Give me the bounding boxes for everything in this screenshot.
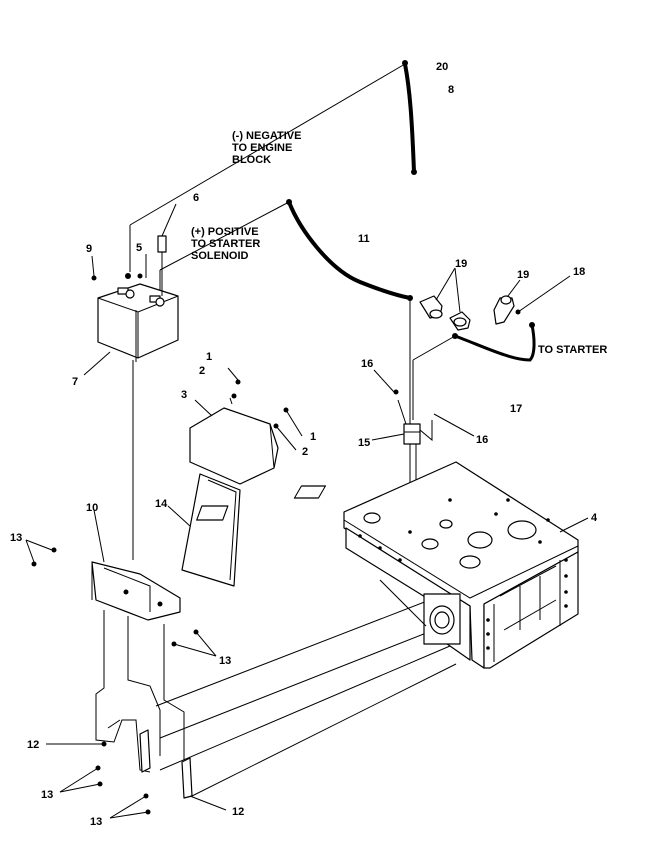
callout-16: 16 — [361, 358, 373, 370]
callout-20: 20 — [436, 61, 448, 73]
callout-12: 12 — [232, 806, 244, 818]
svg-text:(-) NEGATIVE: (-) NEGATIVE — [232, 130, 301, 142]
callout-14: 14 — [155, 498, 168, 510]
svg-text:BLOCK: BLOCK — [232, 154, 271, 166]
positive-cable — [287, 200, 412, 300]
callout-6: 6 — [193, 192, 199, 204]
callout-2: 2 — [199, 365, 205, 377]
battery-tray-icon — [91, 561, 181, 621]
callout-1: 1 — [206, 351, 212, 363]
starter-cable — [453, 323, 536, 362]
callout-19: 19 — [455, 258, 467, 270]
callout-16: 16 — [476, 434, 488, 446]
callout-8: 8 — [448, 84, 454, 96]
callout-13: 13 — [10, 532, 22, 544]
svg-text:(+) POSITIVE: (+) POSITIVE — [191, 226, 259, 238]
terminal-boot-icon — [493, 295, 515, 325]
callout-9: 9 — [86, 243, 92, 255]
positive-note: (+) POSITIVE TO STARTER SOLENOID — [191, 226, 260, 262]
battery-bracket — [157, 235, 167, 253]
negative-note: (-) NEGATIVE TO ENGINE BLOCK — [232, 130, 301, 166]
chassis-frame-icon — [196, 461, 579, 669]
callout-10: 10 — [86, 502, 98, 514]
solenoid-icon — [397, 399, 433, 445]
svg-text:TO ENGINE: TO ENGINE — [232, 142, 292, 154]
callout-11: 11 — [358, 233, 370, 245]
callout-17: 17 — [510, 403, 522, 415]
battery-cover-icon — [189, 407, 279, 485]
battery-strap — [181, 473, 241, 587]
callout-13: 13 — [219, 655, 231, 667]
callout-3: 3 — [181, 389, 187, 401]
svg-text:TO STARTER: TO STARTER — [191, 238, 260, 250]
callout-18: 18 — [573, 266, 585, 278]
battery-icon — [97, 283, 179, 359]
callout-15: 15 — [358, 437, 370, 449]
to-starter-note: TO STARTER — [538, 344, 607, 356]
terminal-boot-icon — [449, 311, 471, 331]
callout-13: 13 — [41, 789, 53, 801]
callout-7: 7 — [72, 376, 78, 388]
callout-13: 13 — [90, 816, 102, 828]
terminal-boot-icon — [419, 295, 443, 319]
callout-12: 12 — [27, 739, 39, 751]
callout-5: 5 — [136, 242, 142, 254]
callout-19: 19 — [517, 269, 529, 281]
callout-2: 2 — [302, 446, 308, 458]
svg-text:SOLENOID: SOLENOID — [191, 250, 249, 262]
ground-cable — [403, 62, 416, 174]
callout-4: 4 — [591, 512, 598, 524]
callout-1: 1 — [310, 431, 316, 443]
